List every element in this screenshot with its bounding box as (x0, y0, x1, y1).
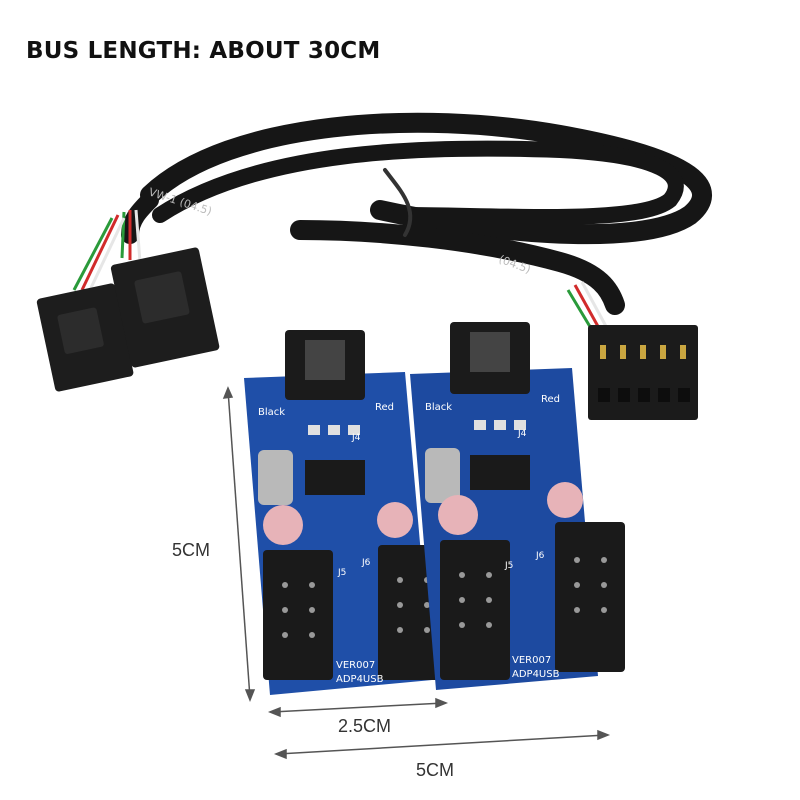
board-left-j4-label: J4 (351, 433, 361, 443)
connector-small-left (36, 283, 134, 392)
board-right-j4-label: J4 (517, 429, 527, 439)
board-right-red-label: Red (541, 394, 560, 405)
connector-small-right (110, 247, 220, 368)
connector-9pin-cable (588, 325, 698, 420)
pcb-board-left: Black Red J4 J5 J6 VER007 ADP4USB (244, 330, 448, 695)
board-left-j5-label: J5 (337, 568, 346, 578)
board-left-black-label: Black (258, 407, 285, 418)
board-right-version: VER007 (512, 655, 551, 666)
board-left-j6-label: J6 (361, 558, 371, 568)
pcb-board-right: Black Red J4 J5 J6 VER007 ADP4USB (410, 322, 625, 690)
wire-leads (72, 209, 610, 331)
height-dimension-label: 5CM (172, 540, 211, 560)
board-right-model: ADP4USB (512, 669, 560, 680)
dimension-lines (222, 386, 611, 760)
board-right-black-label: Black (425, 402, 452, 413)
board-left-model: ADP4USB (336, 674, 384, 685)
single-width-dimension-label: 2.5CM (338, 716, 392, 736)
board-left-version: VER007 (336, 660, 375, 671)
headline: BUS LENGTH: ABOUT 30CM (26, 38, 381, 64)
board-right-j6-label: J6 (535, 551, 545, 561)
total-width-dimension-label: 5CM (416, 760, 455, 780)
board-right-j5-label: J5 (504, 561, 513, 571)
cable-bundle (121, 112, 712, 315)
board-left-red-label: Red (375, 402, 394, 413)
